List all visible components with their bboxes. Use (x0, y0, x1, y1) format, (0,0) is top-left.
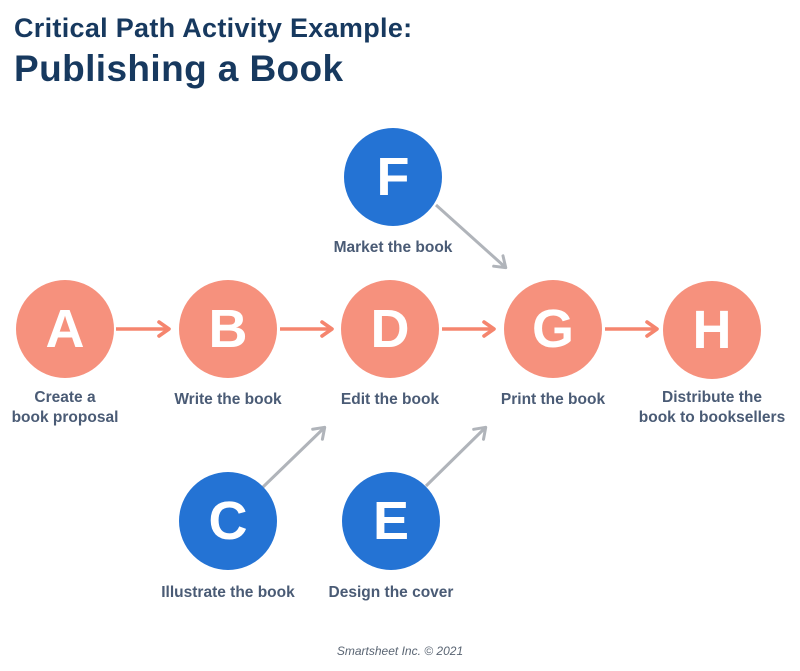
activity-node-d: D (341, 280, 439, 378)
activity-label-d: Edit the book (340, 391, 440, 408)
activity-node-b: B (179, 280, 277, 378)
activity-label-c: Illustrate the book (161, 584, 295, 601)
activity-label-e: Design the cover (328, 584, 454, 601)
activity-label-b: Write the book (174, 391, 282, 408)
copyright-credit: Smartsheet Inc. © 2021 (336, 644, 464, 658)
arrow-e-to-g (424, 425, 488, 488)
title-block: Critical Path Activity Example: Publishi… (14, 12, 412, 90)
activity-node-e: E (342, 472, 440, 570)
activity-node-g: G (504, 280, 602, 378)
activity-node-a: A (16, 280, 114, 378)
activity-label-g: Print the book (500, 391, 606, 408)
activity-label-a: Create a book proposal (11, 389, 119, 426)
activity-node-f: F (344, 128, 442, 226)
activity-label-f: Market the book (333, 239, 453, 256)
activity-node-h: H (663, 281, 761, 379)
activity-node-c: C (179, 472, 277, 570)
activity-label-h: Distribute the book to booksellers (638, 389, 786, 426)
page-title: Publishing a Book (14, 47, 344, 89)
title-eyebrow: Critical Path Activity Example: (14, 13, 413, 43)
arrow-c-to-d (261, 425, 327, 489)
